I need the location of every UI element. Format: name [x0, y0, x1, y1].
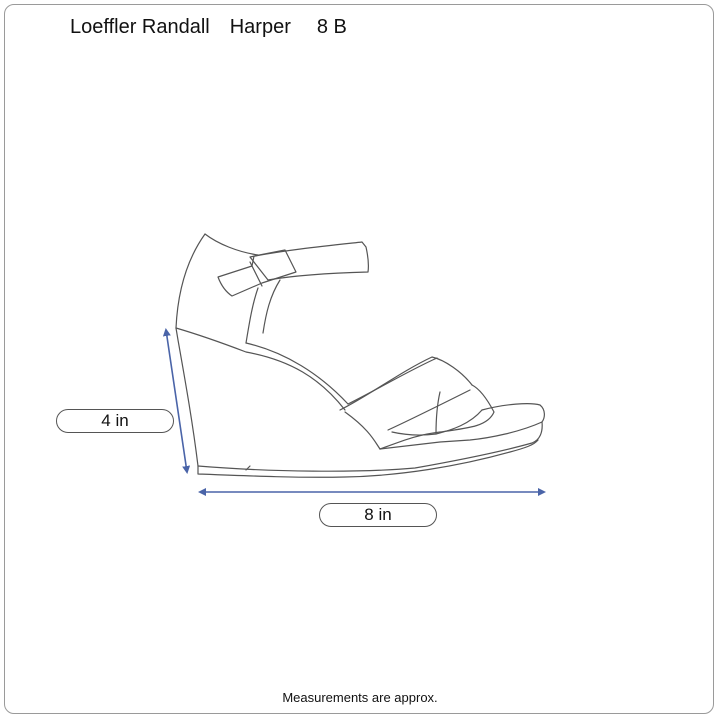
length-measurement-label: 8 in [319, 503, 437, 527]
height-arrow-icon [162, 328, 191, 474]
length-value: 8 in [364, 505, 392, 524]
card-frame [4, 4, 714, 714]
disclaimer-note: Measurements are approx. [282, 690, 438, 705]
height-value: 4 in [101, 411, 129, 430]
size-label: 8 B [316, 16, 347, 38]
model-name: Harper [229, 16, 291, 38]
product-title: Loeffler Randall Harper 8 B [70, 16, 347, 39]
wedge-sandal-outline-icon [175, 233, 545, 478]
brand-name: Loeffler Randall [70, 16, 210, 38]
height-measurement-label: 4 in [56, 409, 174, 433]
